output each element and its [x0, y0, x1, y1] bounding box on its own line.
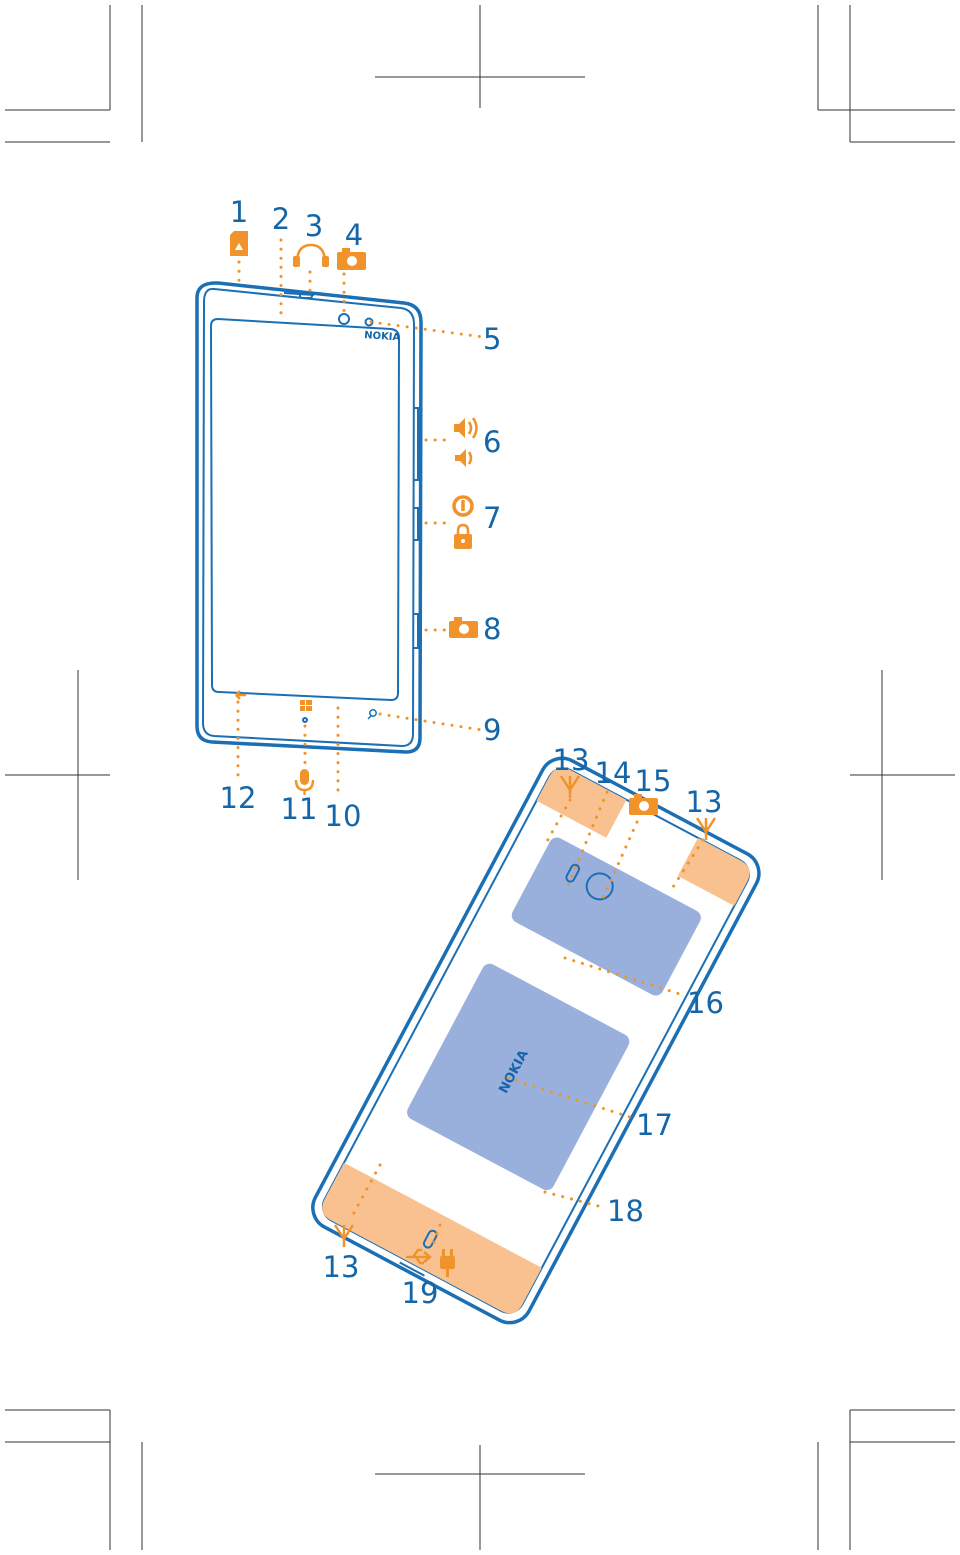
callout-6: 6 [483, 425, 501, 459]
lock-icon [454, 523, 472, 549]
sim-card-icon [230, 231, 248, 256]
callout-numbers: 1 2 3 4 5 6 7 8 9 10 11 12 13 14 15 13 1… [220, 195, 724, 1310]
callout-13-bottom: 13 [323, 1250, 360, 1284]
search-key-icon [367, 709, 377, 720]
antenna-icon [695, 817, 717, 840]
callout-9: 9 [483, 713, 501, 747]
callout-12: 12 [220, 781, 257, 815]
callout-13-top-left: 13 [553, 743, 590, 777]
camera-key-icon [449, 617, 478, 638]
callout-3: 3 [305, 209, 323, 243]
nfc-panel [407, 963, 630, 1191]
phone-back: NOKIA [311, 756, 761, 1325]
front-screen [209, 317, 401, 702]
callout-13-top-right: 13 [686, 785, 723, 819]
callout-16: 16 [687, 986, 724, 1020]
callout-1: 1 [230, 195, 248, 229]
top-edge-slot [283, 292, 315, 296]
power-icon [452, 495, 474, 517]
camera-icon [337, 248, 366, 270]
camera-flash [565, 863, 581, 883]
callout-2: 2 [272, 202, 290, 236]
front-camera [338, 313, 350, 325]
charger-plug-icon [440, 1249, 455, 1277]
callout-5: 5 [483, 322, 501, 356]
volume-up-icon [454, 417, 478, 439]
callout-4: 4 [345, 218, 363, 252]
callout-19: 19 [402, 1276, 439, 1310]
crop-marks [5, 5, 955, 1550]
camera-window [511, 837, 701, 996]
volume-down-icon [455, 449, 473, 467]
callout-18: 18 [607, 1194, 644, 1228]
callout-10: 10 [325, 799, 362, 833]
camera-rear-icon [629, 794, 658, 815]
antenna-icon [559, 775, 581, 798]
antenna-icon [333, 1224, 355, 1247]
headset-icon [293, 243, 329, 267]
headset-port [299, 292, 313, 299]
front-brand-logo: NOKIA [364, 330, 401, 344]
callout-15: 15 [635, 764, 672, 798]
callout-11: 11 [281, 792, 318, 826]
power-key [413, 507, 419, 541]
camera-key [413, 613, 419, 649]
rear-camera-lens [585, 872, 614, 901]
back-key-icon [235, 690, 246, 700]
callout-7: 7 [483, 501, 501, 535]
callout-17: 17 [636, 1108, 673, 1142]
callout-leaders [236, 238, 705, 1250]
volume-key [413, 407, 419, 481]
start-key-icon [300, 700, 312, 711]
phone-front: NOKIA [195, 281, 423, 754]
callout-8: 8 [483, 612, 501, 646]
callout-14: 14 [595, 756, 632, 790]
antenna-top-right [677, 837, 750, 906]
antenna-top-left [536, 767, 627, 838]
antenna-bottom [322, 1162, 542, 1314]
microphone-icon [294, 769, 315, 795]
usb-icon [406, 1248, 432, 1265]
